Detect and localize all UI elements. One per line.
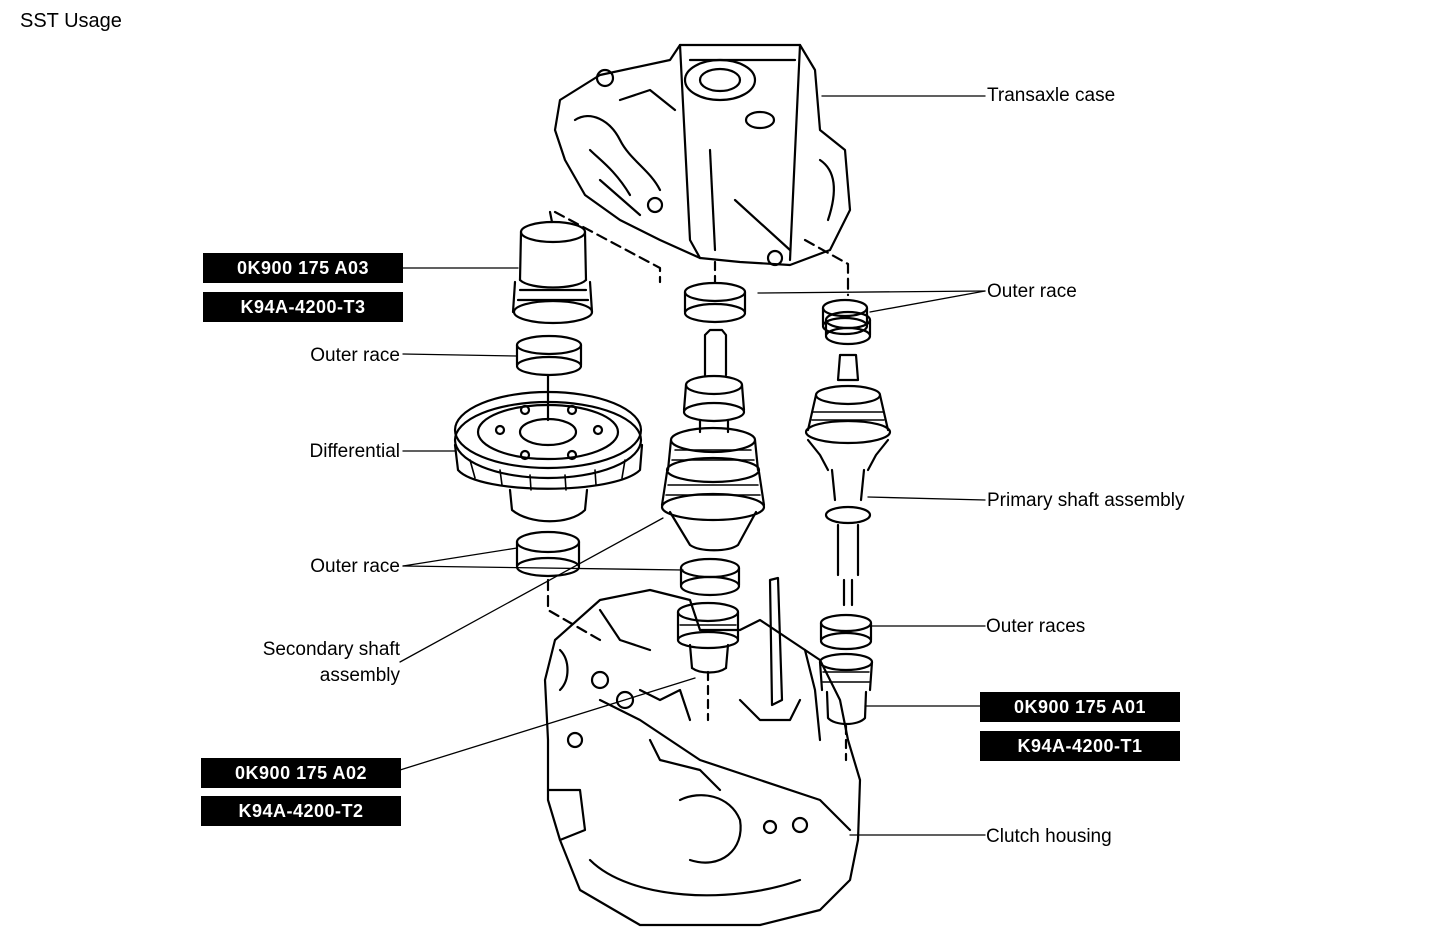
sst-a01-drawing — [818, 652, 874, 762]
outer-race-left-top-drawing — [515, 334, 583, 397]
sst-tag-a03-code: K94A-4200-T3 — [203, 292, 403, 322]
clutch-housing-drawing — [543, 576, 862, 927]
label-outer-race-left-bottom: Outer race — [310, 556, 400, 577]
sst-tag-a01-code: K94A-4200-T1 — [980, 731, 1180, 761]
label-outer-races: Outer races — [986, 616, 1086, 637]
sst-a03-drawing — [511, 210, 594, 325]
outer-races-right-drawing — [819, 613, 873, 651]
differential-drawing — [453, 390, 644, 523]
secondary-shaft-drawing — [660, 328, 766, 552]
sst-a02-drawing — [676, 601, 740, 674]
outer-race-left-bottom-drawing — [515, 530, 581, 578]
label-outer-race-top-right: Outer race — [987, 281, 1077, 302]
label-secondary-shaft-line1: Secondary shaft — [262, 639, 400, 660]
label-outer-race-left-top: Outer race — [310, 345, 400, 366]
transaxle-case-drawing — [553, 43, 852, 267]
outer-race-center-top-drawing — [683, 281, 747, 324]
outer-race-right-top-drawing — [821, 298, 869, 336]
sst-tag-a02-part: 0K900 175 A02 — [201, 758, 401, 788]
label-differential: Differential — [309, 441, 400, 462]
leader-lines — [399, 95, 986, 836]
sst-tag-a02-code: K94A-4200-T2 — [201, 796, 401, 826]
outer-race-center-bottom-drawing — [679, 557, 741, 597]
label-primary-shaft-assembly: Primary shaft assembly — [987, 490, 1185, 511]
label-secondary-shaft-line2: assembly — [319, 665, 400, 686]
sst-tag-a01-part: 0K900 175 A01 — [980, 692, 1180, 722]
page-title: SST Usage — [20, 10, 122, 32]
sst-tag-a03-part: 0K900 175 A03 — [203, 253, 403, 283]
label-clutch-housing: Clutch housing — [986, 826, 1112, 847]
primary-shaft-drawing — [804, 310, 892, 607]
label-transaxle-case: Transaxle case — [987, 85, 1116, 106]
